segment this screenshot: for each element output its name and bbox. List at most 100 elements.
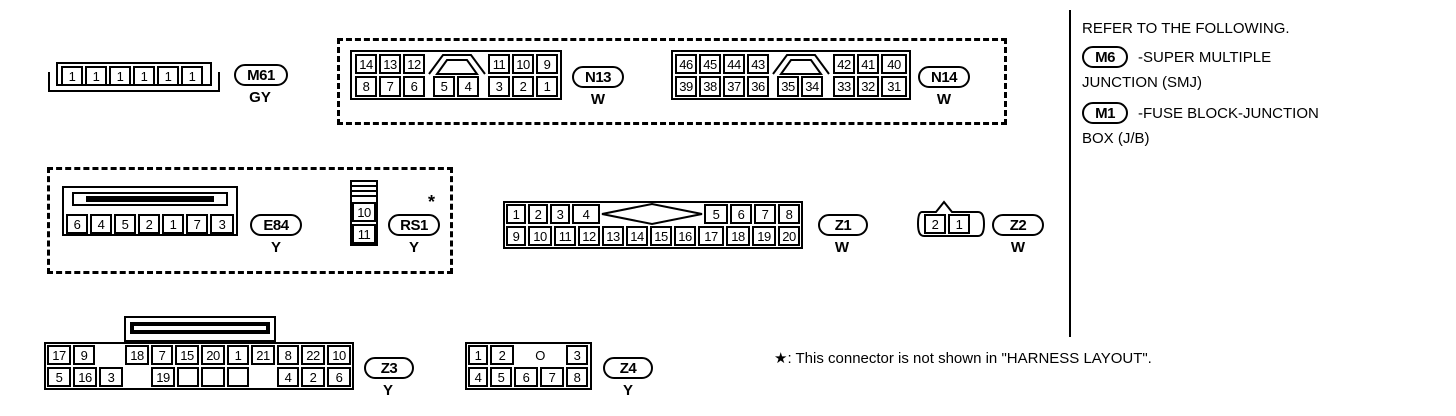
n14-pin: 37: [723, 76, 745, 97]
m61-pin: 1: [133, 66, 155, 86]
z3-latch: [124, 316, 276, 342]
z3-pin: 4: [277, 367, 299, 387]
n14-pin: 45: [699, 54, 721, 74]
z4-pin: 5: [490, 367, 512, 387]
m61-id-badge: M61: [234, 64, 288, 86]
n14-pin: 38: [699, 76, 721, 97]
rs1-pin: 10: [352, 202, 376, 222]
z3-pin: 3: [99, 367, 123, 387]
z1-pin: 13: [602, 226, 624, 246]
n14-pin: 43: [747, 54, 769, 74]
e84-pin: 3: [210, 214, 234, 234]
z3-pin-empty: [201, 367, 225, 387]
dashed-group-n13-n14: [337, 38, 1007, 125]
z3-color: Y: [382, 382, 393, 399]
z1-pin: 6: [730, 204, 752, 224]
n13-id-badge: N13: [572, 66, 624, 88]
refer-heading: REFER TO THE FOLLOWING.: [1082, 20, 1290, 37]
rs1-pin: 11: [352, 224, 376, 244]
z1-pin: 16: [674, 226, 696, 246]
z4-pin: 4: [468, 367, 488, 387]
rs1-body: [350, 180, 378, 246]
z1-pin: 10: [528, 226, 552, 246]
dashed-group-e84-rs1: [47, 167, 453, 274]
z3-id-badge: Z3: [364, 357, 414, 379]
z3-pin: 7: [151, 345, 173, 365]
n13-pin: 14: [355, 54, 377, 74]
e84-pin: 7: [186, 214, 208, 234]
z1-id-badge: Z1: [818, 214, 868, 236]
z2-pin: 1: [948, 214, 970, 234]
z1-pin: 9: [506, 226, 526, 246]
z1-pin: 19: [752, 226, 776, 246]
e84-pin: 1: [162, 214, 184, 234]
z3-pin: 9: [73, 345, 95, 365]
rs1-color: Y: [408, 239, 419, 256]
n13-color: W: [590, 91, 606, 108]
z4-pin: 2: [490, 345, 514, 365]
refer-m1-badge: M1: [1082, 102, 1128, 124]
n13-pin: 2: [512, 76, 534, 97]
e84-pin: 6: [66, 214, 88, 234]
n13-pin: 3: [488, 76, 510, 97]
z1-key-icon: [601, 202, 703, 226]
z3-pin: 1: [227, 345, 249, 365]
n13-pin: 5: [433, 76, 455, 97]
z3-pin: 22: [301, 345, 325, 365]
e84-latch-bar: [86, 196, 214, 202]
n13-pin: 13: [379, 54, 401, 74]
n13-pin: 11: [488, 54, 510, 74]
z4-color: Y: [622, 382, 633, 399]
z1-pin: 4: [572, 204, 600, 224]
z3-pin: 15: [175, 345, 199, 365]
z3-pin: 10: [327, 345, 351, 365]
n13-pin: 1: [536, 76, 558, 97]
z4-pin: O: [516, 345, 564, 365]
z4-id-badge: Z4: [603, 357, 653, 379]
z1-pin: 11: [554, 226, 576, 246]
refer-m6-text2: JUNCTION (SMJ): [1082, 74, 1202, 91]
n14-pin: 35: [777, 76, 799, 97]
z1-body: [503, 201, 803, 249]
n13-pin: 6: [403, 76, 425, 97]
z4-pin: 1: [468, 345, 488, 365]
z1-pin: 8: [778, 204, 800, 224]
z1-pin: 2: [528, 204, 548, 224]
n14-pin: 40: [881, 54, 907, 74]
n13-pin: 8: [355, 76, 377, 97]
z3-pin: 21: [251, 345, 275, 365]
z1-pin: 17: [698, 226, 724, 246]
z3-pin-empty: [97, 345, 123, 365]
n13-key-icon: [428, 54, 486, 75]
z3-pin: 17: [47, 345, 71, 365]
n13-pin: 7: [379, 76, 401, 97]
z1-pin: 15: [650, 226, 672, 246]
z3-pin: 2: [301, 367, 325, 387]
rs1-id-badge: RS1: [388, 214, 440, 236]
z4-pin: 8: [566, 367, 588, 387]
n14-pin: 46: [675, 54, 697, 74]
z1-pin: 20: [778, 226, 800, 246]
z3-pin-empty: [251, 367, 275, 387]
z3-pin: 16: [73, 367, 97, 387]
e84-pin: 5: [114, 214, 136, 234]
m61-pin: 1: [181, 66, 203, 86]
z2-id-badge: Z2: [992, 214, 1044, 236]
e84-latch: [72, 192, 228, 206]
e84-pin: 4: [90, 214, 112, 234]
footnote: ★: This connector is not shown in "HARNE…: [774, 350, 1152, 367]
e84-color: Y: [270, 239, 281, 256]
n13-body: [350, 50, 562, 100]
z3-pin: 19: [151, 367, 175, 387]
z1-pin: 18: [726, 226, 750, 246]
n14-color: W: [936, 91, 952, 108]
z3-pin: 20: [201, 345, 225, 365]
m61-housing: [48, 72, 220, 92]
z2-pin: 2: [924, 214, 946, 234]
m61-pin: 1: [157, 66, 179, 86]
e84-id-badge: E84: [250, 214, 302, 236]
z1-pin: 7: [754, 204, 776, 224]
n13-pin: 9: [536, 54, 558, 74]
z3-body: [44, 342, 354, 390]
z2-housing: [916, 200, 986, 237]
